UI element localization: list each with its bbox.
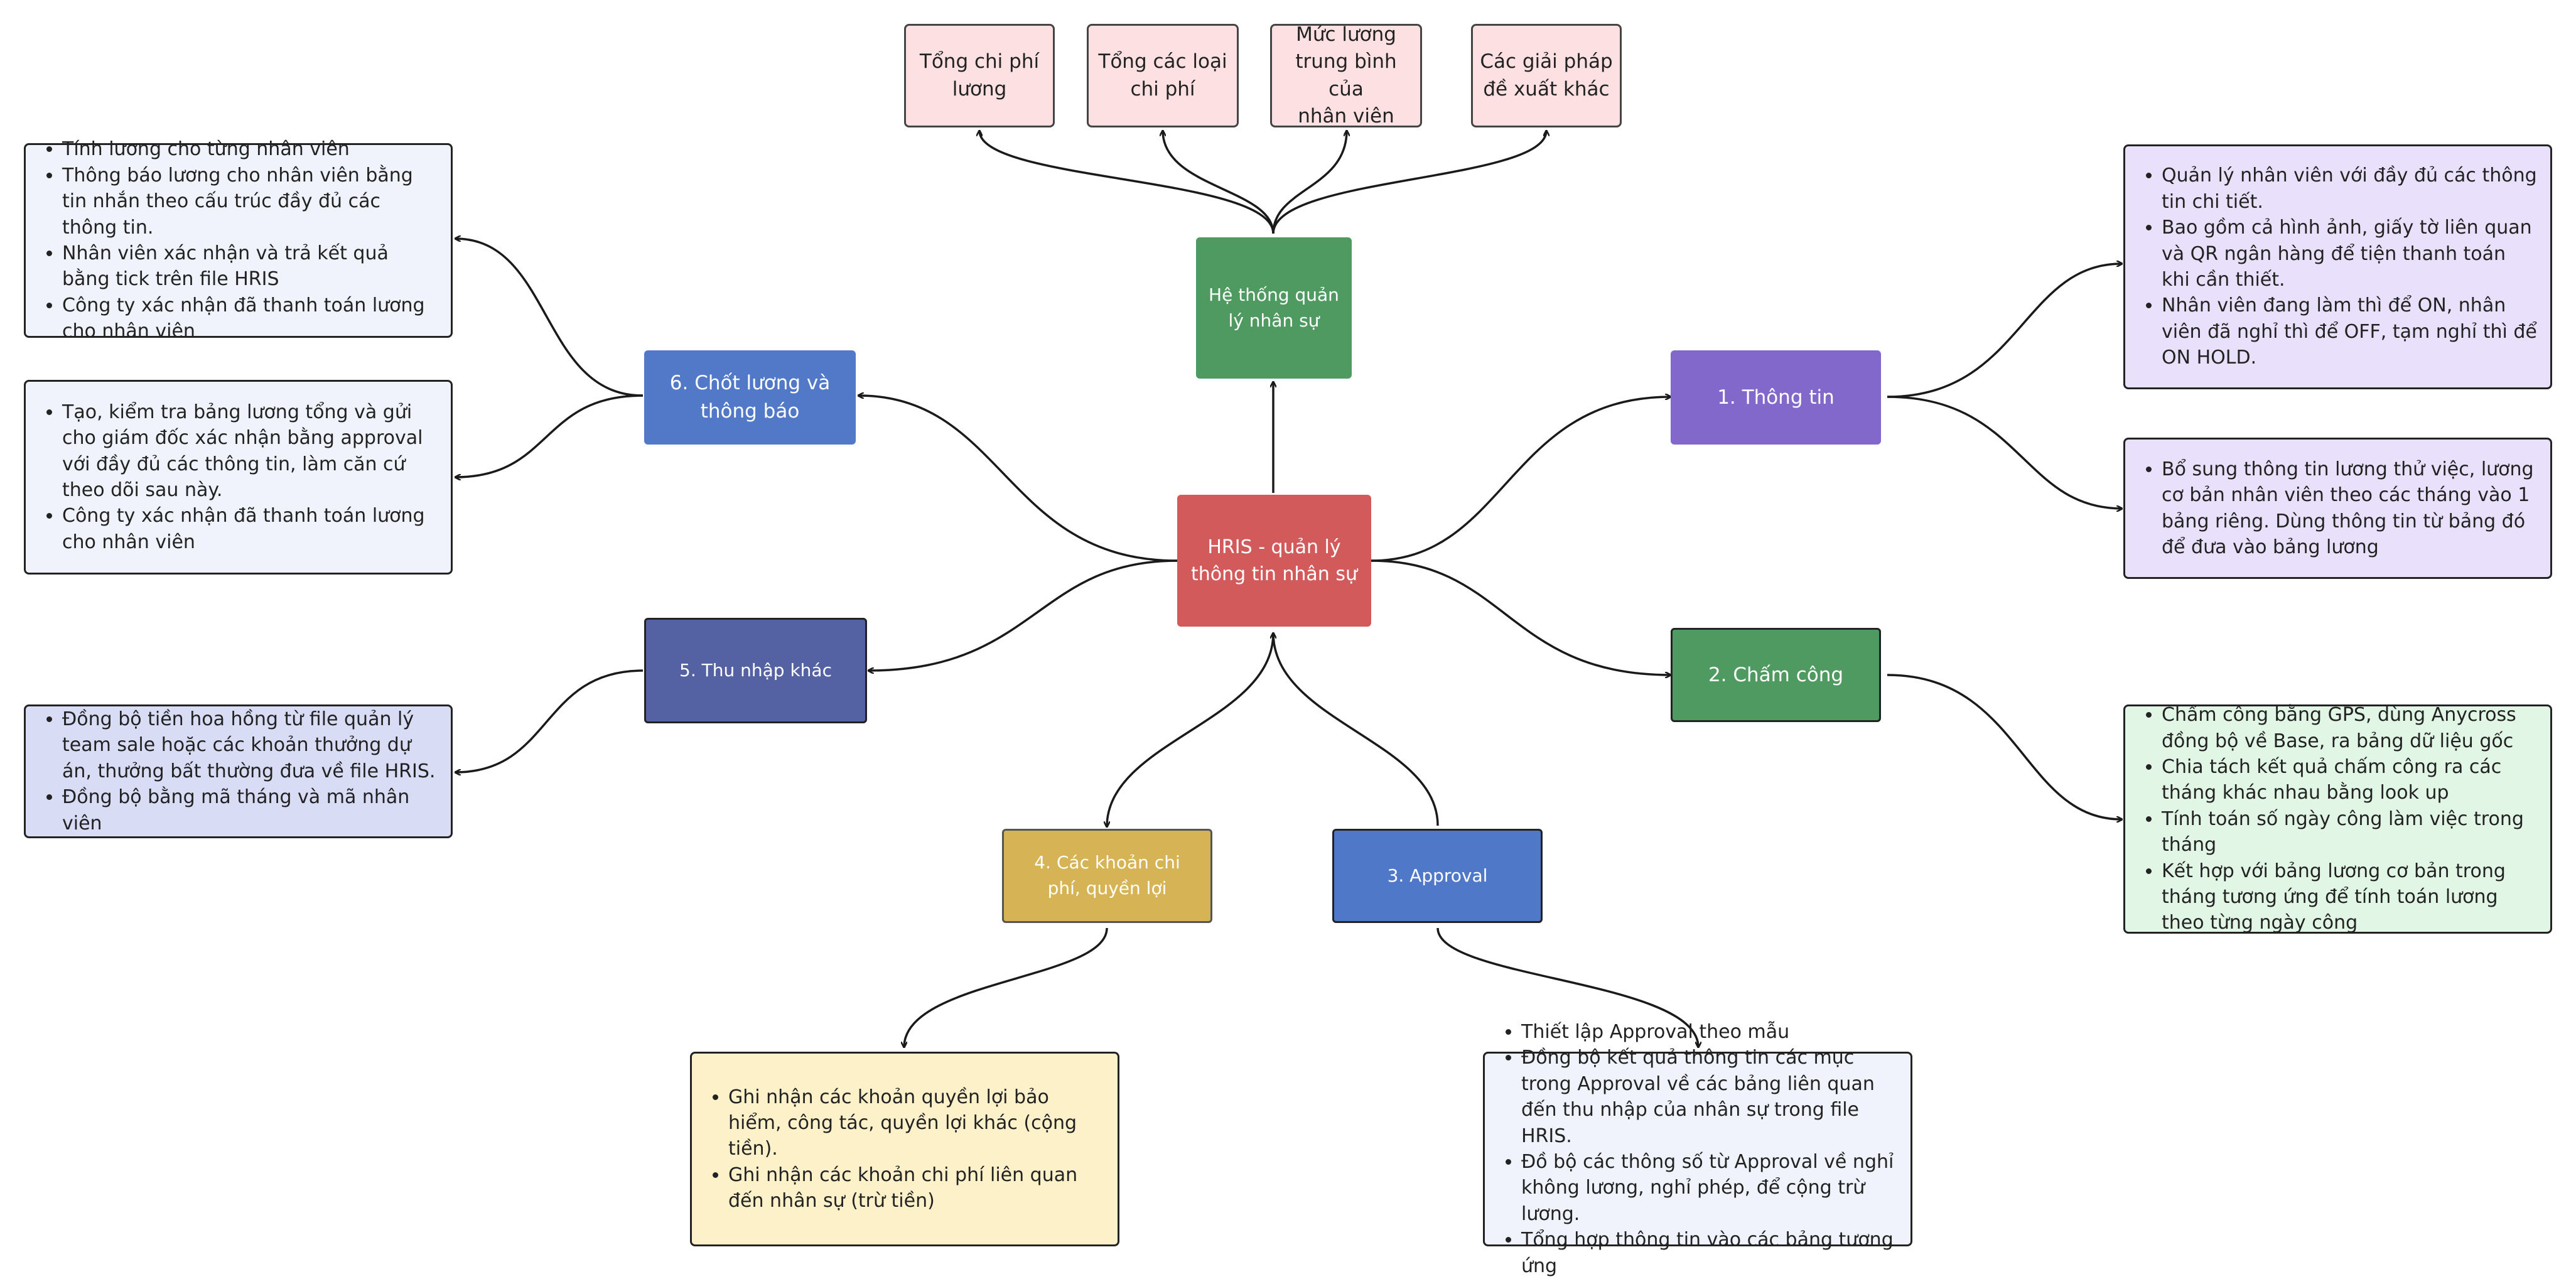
note-item: Thiết lập Approval theo mẫu <box>1521 1019 1898 1045</box>
output-other-solutions[interactable]: Các giải pháp đề xuất khác <box>1471 24 1622 127</box>
note-item: Chia tách kết quả chấm công ra các tháng… <box>2162 754 2538 806</box>
branch-costs-label: 4. Các khoản chi phí, quyền lợi <box>1034 852 1180 899</box>
output-average-salary[interactable]: Mức lương trung bình của nhân viên <box>1270 23 1422 127</box>
note-info-details: Quản lý nhân viên với đầy đủ các thông t… <box>2123 144 2552 389</box>
branch-payroll-close[interactable]: 6. Chốt lương và thông báo <box>644 350 856 445</box>
note-item: Đồng bộ tiền hoa hồng từ file quản lý te… <box>62 706 438 784</box>
note-item: Bổ sung thông tin lương thử việc, lương … <box>2162 456 2538 561</box>
note-info-salary: Bổ sung thông tin lương thử việc, lương … <box>2123 438 2552 579</box>
branch-timekeeping-label: 2. Chấm công <box>1708 663 1844 686</box>
edge-center-timekeeping <box>1371 559 1671 675</box>
edge-system-output-4 <box>1272 131 1546 234</box>
edge-approval-center <box>1273 633 1439 826</box>
output-line: đề xuất khác <box>1483 77 1610 100</box>
edge-payroll-note-2 <box>455 394 644 477</box>
output-line: chi phí <box>1130 77 1195 100</box>
note-approval: Thiết lập Approval theo mẫu Đồng bộ kết … <box>1483 1021 1912 1277</box>
note-item: Tổng hợp thông tin vào các bảng tương ứn… <box>1521 1227 1898 1279</box>
note-item: Công ty xác nhận đã thanh toán lương cho… <box>62 503 438 555</box>
note-item: Chấm công bằng GPS, dùng Anycross đồng b… <box>2162 702 2538 754</box>
branch-approval[interactable]: 3. Approval <box>1332 829 1543 923</box>
note-item: Ghi nhận các khoản chi phí liên quan đến… <box>728 1162 1105 1214</box>
note-item: Tính lương cho từng nhân viên <box>62 136 438 162</box>
edge-timekeeping-note-1 <box>1887 674 2122 819</box>
note-item: Thông báo lương cho nhân viên bằng tin n… <box>62 163 438 240</box>
branch-info[interactable]: 1. Thông tin <box>1671 350 1881 445</box>
note-timekeeping: Chấm công bằng GPS, dùng Anycross đồng b… <box>2123 704 2552 934</box>
note-payroll-summary: Tạo, kiểm tra bảng lương tổng và gửi cho… <box>24 380 453 575</box>
center-node[interactable]: HRIS - quản lý thông tin nhân sự <box>1177 495 1371 627</box>
edge-costs-note-1 <box>904 927 1108 1047</box>
branch-other-income-label: 5. Thu nhập khác <box>679 659 832 681</box>
system-node[interactable]: Hệ thống quản lý nhân sự <box>1196 237 1352 379</box>
edge-center-info <box>1371 397 1671 562</box>
note-item: Bao gồm cả hình ảnh, giấy tờ liên quan v… <box>2162 215 2538 293</box>
edge-payroll-note-1 <box>455 239 644 397</box>
center-node-label: HRIS - quản lý thông tin nhân sự <box>1191 536 1357 586</box>
branch-other-income[interactable]: 5. Thu nhập khác <box>644 618 867 723</box>
edge-system-output-1 <box>979 131 1275 234</box>
branch-approval-label: 3. Approval <box>1387 865 1488 886</box>
output-line: Mức lương <box>1296 23 1396 46</box>
edge-center-costs <box>1107 632 1275 827</box>
branch-payroll-close-label: 6. Chốt lương và thông báo <box>669 372 831 423</box>
note-item: Quản lý nhân viên với đầy đủ các thông t… <box>2162 163 2538 215</box>
note-item: Đồng bộ bằng mã tháng và mã nhân viên <box>62 784 438 836</box>
note-item: Kết hợp với bảng lương cơ bản trong thán… <box>2162 858 2538 936</box>
edge-info-note-2 <box>1887 396 2122 509</box>
note-other-income: Đồng bộ tiền hoa hồng từ file quản lý te… <box>24 704 453 838</box>
note-payroll-calc: Tính lương cho từng nhân viên Thông báo … <box>24 138 453 342</box>
output-line: Các giải pháp <box>1480 50 1613 73</box>
edge-center-income <box>868 559 1178 671</box>
edge-system-output-3 <box>1272 131 1347 234</box>
branch-costs[interactable]: 4. Các khoản chi phí, quyền lợi <box>1002 829 1212 923</box>
note-item: Tính toán số ngày công làm việc trong th… <box>2162 806 2538 858</box>
output-total-salary-cost[interactable]: Tổng chi phí lương <box>904 24 1055 127</box>
branch-timekeeping[interactable]: 2. Chấm công <box>1671 628 1881 722</box>
output-line: lương <box>952 77 1007 100</box>
edge-center-payroll <box>858 396 1178 562</box>
note-item: Đồng bộ kết quả thông tin các mục trong … <box>1521 1045 1898 1149</box>
output-line: Tổng chi phí <box>919 50 1040 73</box>
output-total-costs[interactable]: Tổng các loại chi phí <box>1087 24 1239 127</box>
edge-info-note-1 <box>1887 264 2122 398</box>
note-item: Ghi nhận các khoản quyền lợi bảo hiểm, c… <box>728 1084 1105 1162</box>
note-item: Đồ bộ các thông số từ Approval về nghỉ k… <box>1521 1149 1898 1227</box>
output-line: trung bình của <box>1295 50 1397 100</box>
edge-income-note-1 <box>455 669 644 772</box>
note-costs: Ghi nhận các khoản quyền lợi bảo hiểm, c… <box>690 1052 1119 1246</box>
note-item: Tạo, kiểm tra bảng lương tổng và gửi cho… <box>62 399 438 504</box>
output-line: Tổng các loại <box>1098 50 1227 73</box>
system-node-label: Hệ thống quản lý nhân sự <box>1209 284 1339 331</box>
note-item: Nhân viên xác nhận và trả kết quả bằng t… <box>62 240 438 293</box>
note-item: Công ty xác nhận đã thanh toán lương cho… <box>62 293 438 345</box>
note-item: Nhân viên đang làm thì để ON, nhân viên … <box>2162 293 2538 370</box>
edge-system-output-2 <box>1163 131 1275 234</box>
branch-info-label: 1. Thông tin <box>1717 386 1835 409</box>
output-line: nhân viên <box>1298 104 1394 127</box>
